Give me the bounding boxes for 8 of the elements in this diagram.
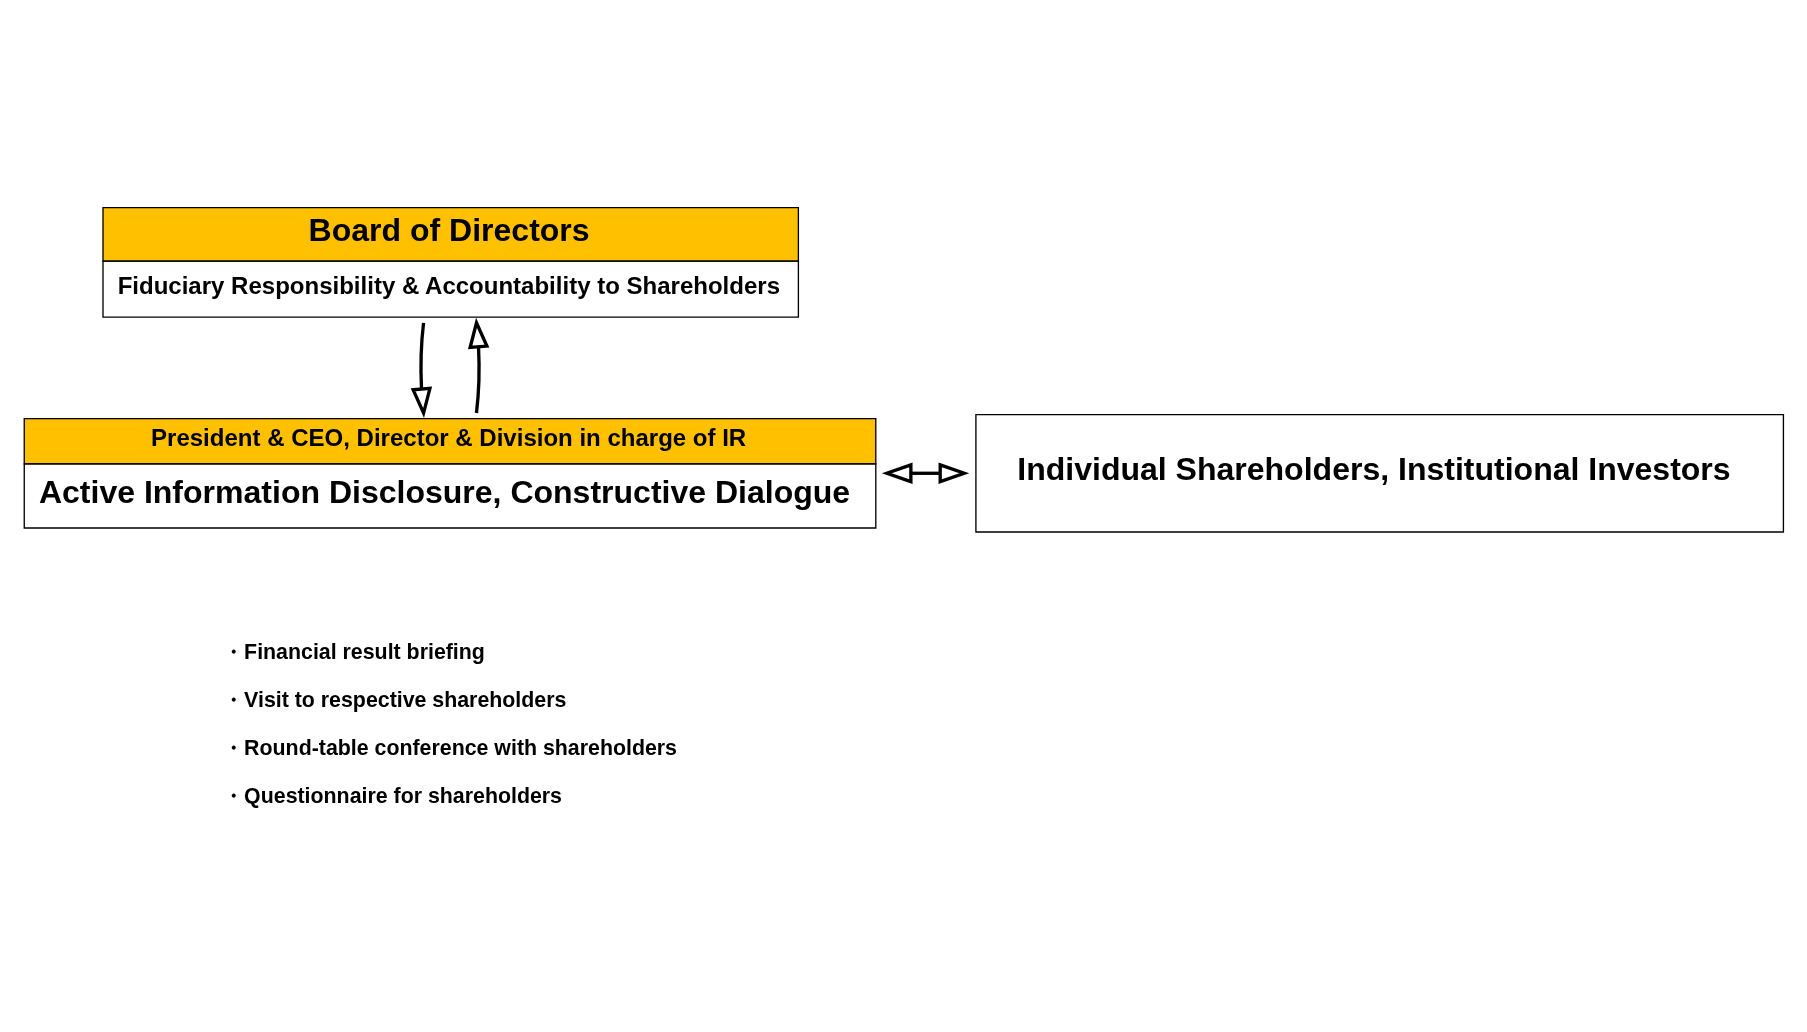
label: ・Questionnaire for shareholders — [223, 783, 562, 808]
label: ・Round-table conference with shareholders — [223, 735, 678, 760]
label: ・Financial result briefing — [223, 639, 485, 664]
arrow — [881, 462, 970, 485]
arrow — [467, 317, 490, 414]
arrow — [410, 322, 433, 419]
node-box: Individual Shareholders, Institutional Investors — [975, 413, 1785, 533]
label: ・Visit to respective shareholders — [223, 687, 567, 712]
